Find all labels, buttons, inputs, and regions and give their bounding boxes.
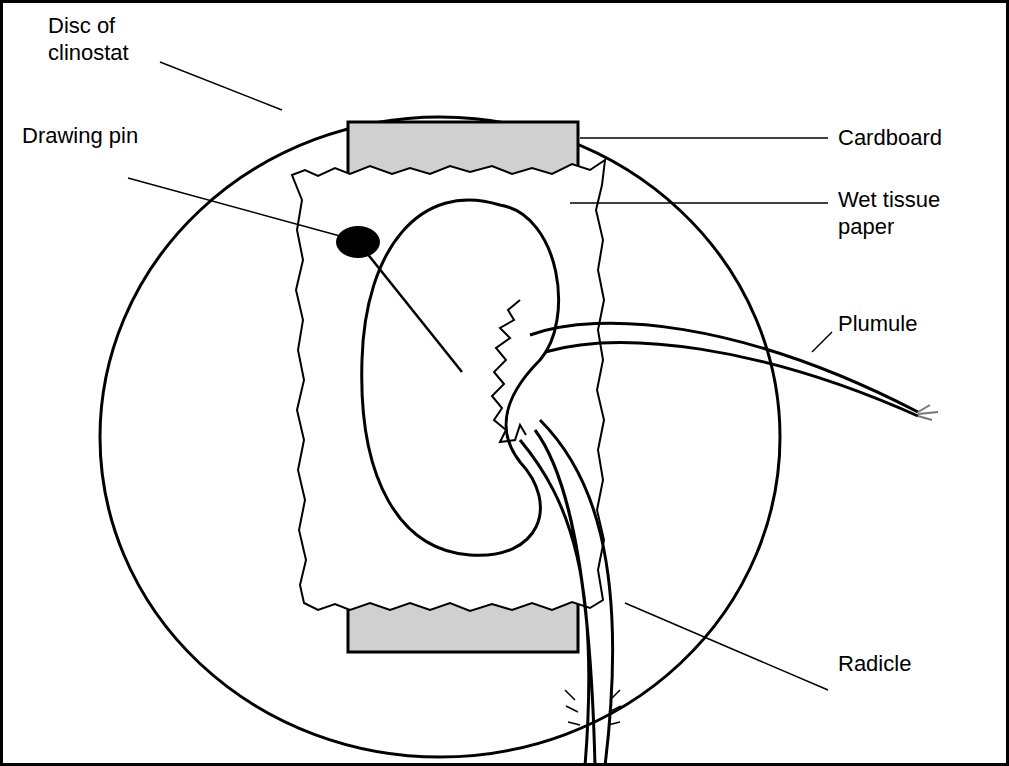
tissue-label: Wet tissue paper	[838, 186, 988, 240]
drawing-pin-shaft	[358, 242, 462, 372]
plumule-shoot	[530, 323, 918, 416]
seed	[362, 200, 559, 555]
root-hairs	[565, 690, 621, 725]
plumule-tip	[918, 405, 938, 420]
plumule-label: Plumule	[838, 310, 998, 337]
clinostat-disc	[100, 117, 780, 757]
radicle-root	[520, 420, 613, 766]
cardboard-label: Cardboard	[838, 124, 998, 151]
disc-label: Disc of clinostat	[48, 12, 198, 66]
drawing-pin-label: Drawing pin	[22, 122, 142, 149]
wet-tissue-paper	[292, 160, 605, 611]
leader-lines	[128, 62, 832, 690]
seed-coat-split	[492, 300, 526, 442]
radicle-label: Radicle	[838, 650, 998, 677]
